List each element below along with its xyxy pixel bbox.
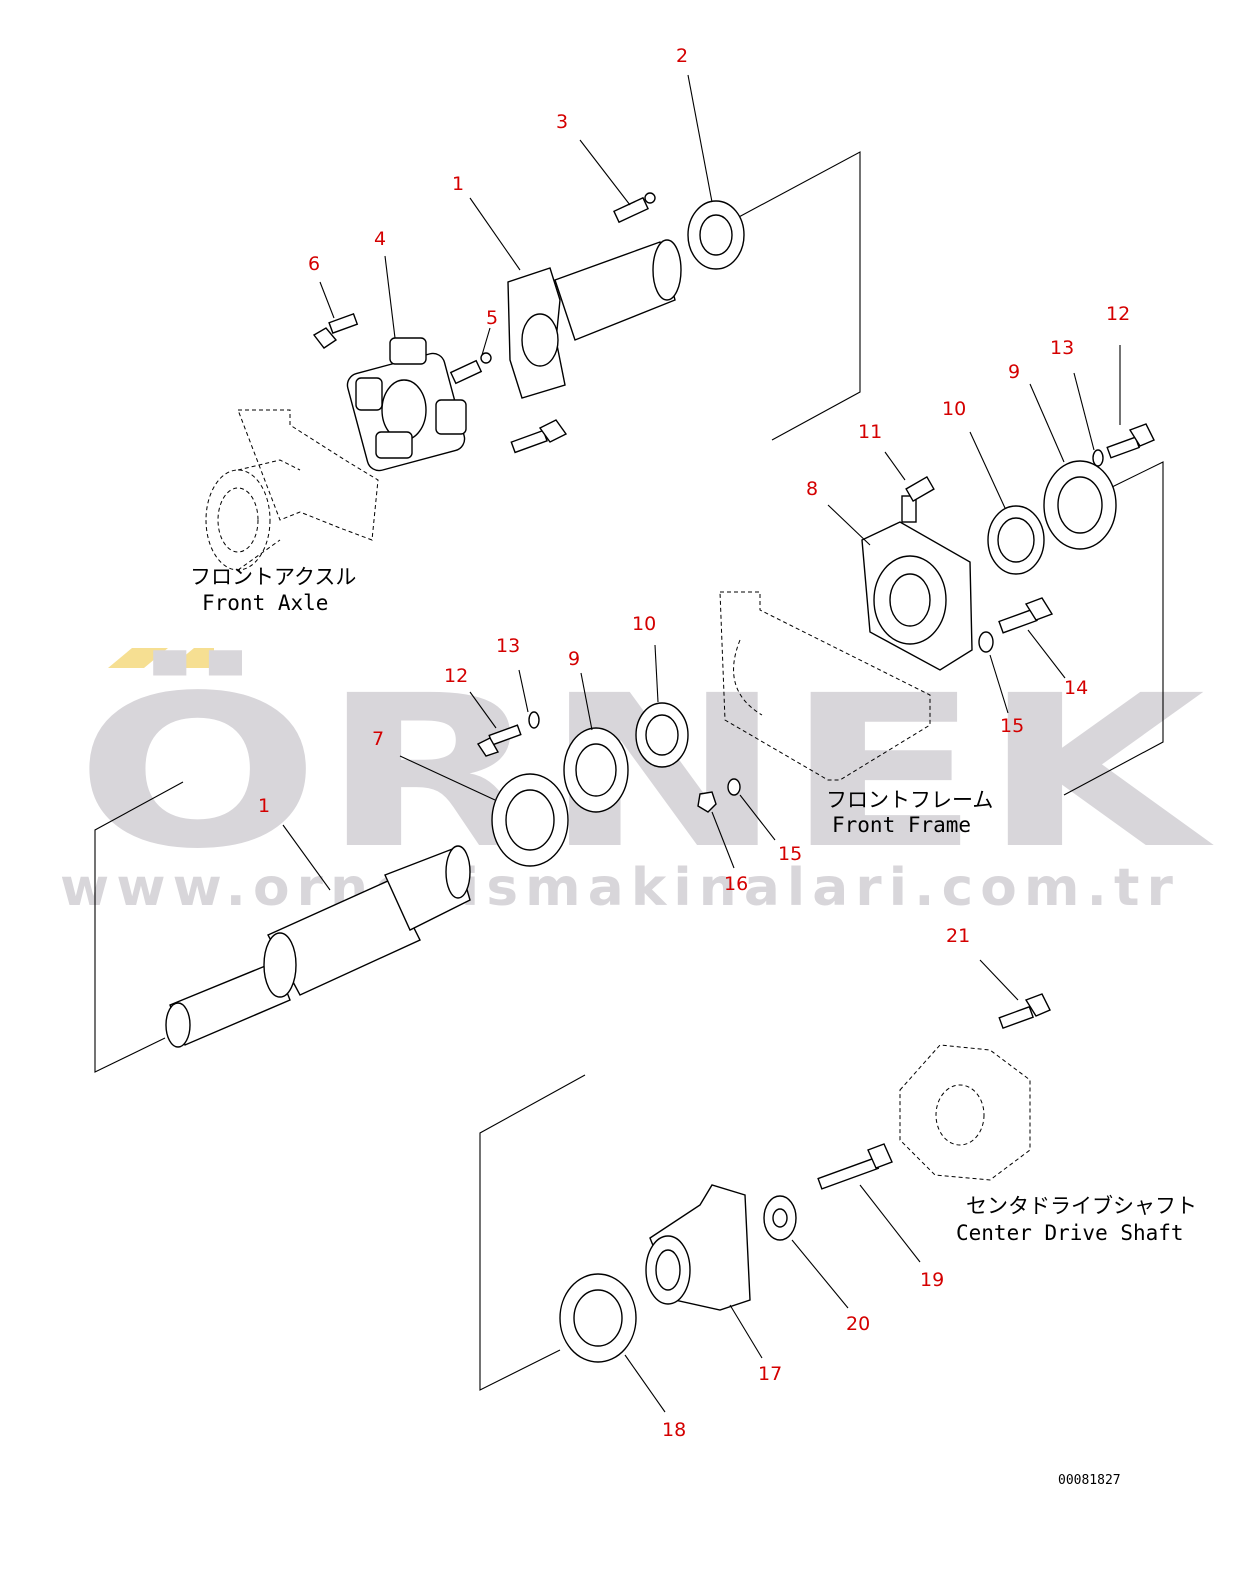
bearing-housing-8 [861,521,973,671]
universal-joint-cross [346,337,467,472]
callout-4: 4 [374,228,386,250]
lower-group-bracket [479,1074,586,1391]
bolt-12-right [1106,423,1155,459]
section-outlines [94,151,1164,1391]
frame-group-bracket [1063,461,1164,796]
callout-19: 19 [920,1269,944,1291]
cover-9-left [563,727,629,813]
main-shaft [165,845,471,1048]
bolt-12-left [476,724,522,757]
bolt-14 [998,597,1054,634]
callout-1-upper: 1 [452,173,464,195]
center-drive-shaft-ghost [899,1044,1031,1181]
callout-8: 8 [806,478,818,500]
callouts: 2 3 1 4 6 5 12 13 9 10 11 8 14 15 10 9 1… [258,45,1130,1441]
document-number: 00081827 [1058,1473,1121,1488]
bolt-19 [817,1143,893,1190]
bearing-10-right [987,505,1045,575]
grease-fitting-5 [449,352,492,385]
callout-10-right: 10 [942,398,966,420]
watermark-brand: ÖRNEK [75,649,1215,895]
ring-13-right [1092,449,1104,467]
grease-fitting-3 [613,192,656,224]
callout-12-left: 12 [444,665,468,687]
callout-15-right: 15 [1000,715,1024,737]
seal-7 [491,773,569,867]
bolt-joint [510,419,568,454]
captions: フロントアクスル Front Axle フロントフレーム Front Frame… [190,565,1197,1245]
shaft-group-bracket [94,781,184,1073]
callout-13-right: 13 [1050,337,1074,359]
callout-17: 17 [758,1363,782,1385]
watermark-accent-right [170,648,214,668]
front-frame-caption-jp: フロントフレーム [826,788,993,812]
ring-13-left [528,711,540,729]
callout-9-left: 9 [568,648,580,670]
callout-5: 5 [486,307,498,329]
callout-15-left: 15 [778,843,802,865]
upper-group-bracket [736,151,861,441]
front-axle-ghost [205,409,379,571]
washer-20 [763,1195,797,1241]
washer-15-left [727,778,741,796]
bolt-6 [312,312,359,349]
washer-15-right [978,631,994,653]
callout-18: 18 [662,1419,686,1441]
elbow-fitting-11 [901,475,935,523]
callout-3: 3 [556,111,568,133]
callout-10-left: 10 [632,613,656,635]
callout-14: 14 [1064,677,1088,699]
callout-7: 7 [372,728,384,750]
callout-11: 11 [858,421,882,443]
front-frame-caption-en: Front Frame [832,813,971,837]
front-axle-caption-en: Front Axle [202,591,328,615]
center-drive-shaft-caption-en: Center Drive Shaft [956,1221,1184,1245]
bolt-21 [998,993,1051,1030]
bearing-10-left [635,702,689,768]
callout-2: 2 [676,45,688,67]
watermark: ÖRNEK www.ornekismakinalari.com.tr [60,648,1215,918]
watermark-url: www.ornekismakinalari.com.tr [60,858,1180,918]
front-axle-caption-jp: フロントアクスル [190,565,356,589]
callout-20: 20 [846,1313,870,1335]
cover-9-right [1043,460,1117,550]
seal-18 [559,1273,637,1363]
callout-16: 16 [724,873,748,895]
leader-lines [282,74,1121,1413]
center-drive-shaft-caption-jp: センタドライブシャフト [966,1194,1197,1218]
callout-6: 6 [308,253,320,275]
callout-13-left: 13 [496,635,520,657]
seal-2 [687,200,745,270]
yoke-shaft-upper [507,239,682,399]
nut-16 [697,791,717,813]
callout-21: 21 [946,925,970,947]
front-frame-ghost [719,591,931,781]
callout-9-right: 9 [1008,361,1020,383]
yoke-17 [645,1184,751,1311]
callout-1-lower: 1 [258,795,270,817]
callout-12-right: 12 [1106,303,1130,325]
watermark-accent-left [108,648,168,668]
